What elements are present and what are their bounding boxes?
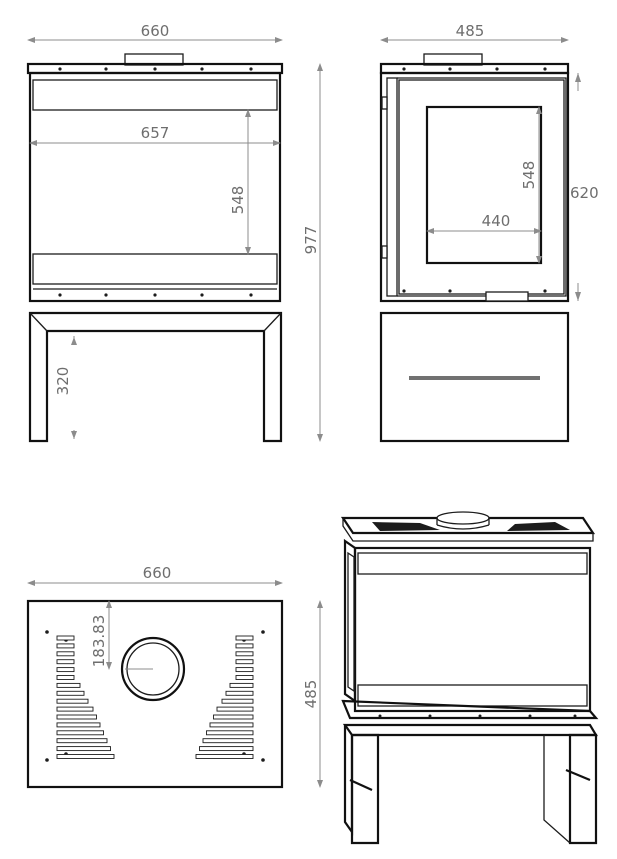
- vent-slot: [199, 746, 254, 752]
- vent-slot: [56, 754, 115, 759]
- front-top-bolts: [58, 67, 253, 71]
- vent-slot: [56, 698, 89, 704]
- front-lower-panel: [32, 253, 278, 285]
- iso-stand-left-slot: [349, 778, 373, 792]
- dim-label-front-width: 660: [141, 22, 170, 40]
- vent-slot: [56, 635, 75, 641]
- vent-slot: [56, 714, 97, 720]
- vent-slot: [235, 667, 254, 673]
- vent-slot: [209, 722, 254, 728]
- vent-slot: [56, 722, 101, 728]
- top-plate-outline: [26, 599, 284, 789]
- vent-slot: [56, 746, 111, 752]
- iso-bottom-plate: [341, 699, 599, 720]
- vent-slot: [195, 754, 254, 759]
- vent-slot: [206, 730, 254, 736]
- vent-slot: [56, 690, 85, 696]
- vent-slot: [216, 706, 254, 712]
- side-hinge-strip: [386, 77, 398, 297]
- side-stove-body: [379, 71, 570, 303]
- vent-slot: [221, 698, 254, 704]
- iso-flue-collar-base: [436, 524, 490, 530]
- top-vent-slots-left: [56, 635, 115, 759]
- vent-slot: [235, 675, 254, 680]
- front-bottom-bolts: [58, 293, 253, 297]
- vent-slot: [213, 714, 254, 720]
- iso-stand-top: [342, 723, 598, 737]
- side-door-frame-outer: [397, 77, 567, 297]
- iso-stand-right-leg-inner: [543, 735, 571, 844]
- isometric-view: [340, 511, 599, 845]
- front-stove-body: [28, 71, 282, 303]
- side-top-bolts: [402, 67, 547, 71]
- iso-top-plate-edge: [342, 518, 594, 542]
- iso-top-vent-right: [507, 522, 570, 531]
- dim-label-glass-height-front: 548: [229, 186, 247, 215]
- vent-slot: [202, 738, 254, 744]
- iso-stand-left-leg-front: [350, 733, 380, 845]
- front-view: [26, 53, 284, 443]
- dim-label-top-width: 660: [143, 564, 172, 582]
- front-base-miter-right: [263, 312, 282, 332]
- dim-label-total-height: 977: [302, 226, 320, 255]
- dim-arrow-base-top: [71, 337, 77, 345]
- top-view: [26, 599, 284, 789]
- iso-flue-collar-side: [436, 518, 490, 525]
- vent-slot: [56, 651, 75, 657]
- iso-front-body: [353, 546, 592, 713]
- iso-top-vent-left: [372, 522, 440, 531]
- iso-front-upper-panel: [357, 552, 588, 575]
- front-upper-panel: [32, 79, 278, 111]
- vent-slot: [56, 659, 75, 665]
- vent-slot: [235, 635, 254, 641]
- vent-slot: [56, 643, 75, 649]
- vent-slot: [235, 643, 254, 649]
- top-vent-slots-right: [195, 635, 254, 759]
- dim-arrow-stove-top: [575, 73, 581, 82]
- iso-flue-collar-top: [436, 511, 490, 525]
- side-hinge-bottom: [381, 245, 388, 259]
- iso-bottom-bolts: [378, 714, 577, 718]
- top-dimensions: 660 183.83 485: [27, 564, 323, 788]
- dim-label-side-glass-height: 548: [520, 161, 538, 190]
- iso-side-glass: [347, 551, 355, 693]
- dim-label-glass-width: 657: [141, 124, 170, 142]
- dim-arrow-stove-bottom: [575, 292, 581, 301]
- vent-slot: [56, 667, 75, 673]
- vent-slot: [56, 682, 81, 688]
- vent-slot: [229, 682, 254, 688]
- vent-slot: [56, 730, 104, 736]
- front-base-miter-left: [29, 312, 48, 332]
- dim-arrow-base-bottom: [71, 431, 77, 439]
- iso-stand-right-slot: [565, 768, 591, 782]
- vent-slot: [56, 738, 108, 744]
- dim-label-top-depth: 485: [302, 680, 320, 709]
- dim-label-side-depth: 485: [456, 22, 485, 40]
- vent-slot: [235, 651, 254, 657]
- dim-label-side-glass-width: 440: [482, 212, 511, 230]
- vent-slot: [225, 690, 254, 696]
- vent-slot: [56, 675, 75, 680]
- dim-label-base-height: 320: [54, 367, 72, 396]
- vent-slot: [56, 706, 94, 712]
- vent-slot: [235, 659, 254, 665]
- side-hinge-top: [381, 96, 388, 110]
- dim-label-stove-height: 620: [570, 184, 599, 202]
- side-bottom-bolts: [402, 289, 547, 293]
- side-dimensions: 485 548 440 620: [380, 22, 599, 301]
- side-view: [379, 53, 570, 443]
- side-door-frame-inner: [398, 79, 565, 295]
- top-flue-outer: [120, 636, 186, 702]
- side-base-stand: [379, 311, 570, 443]
- front-dimensions: 660 657 548 977 320: [27, 22, 323, 442]
- side-air-control: [485, 291, 529, 302]
- iso-stand-right-leg-front: [568, 733, 598, 845]
- dim-label-flue-offset: 183.83: [90, 615, 108, 668]
